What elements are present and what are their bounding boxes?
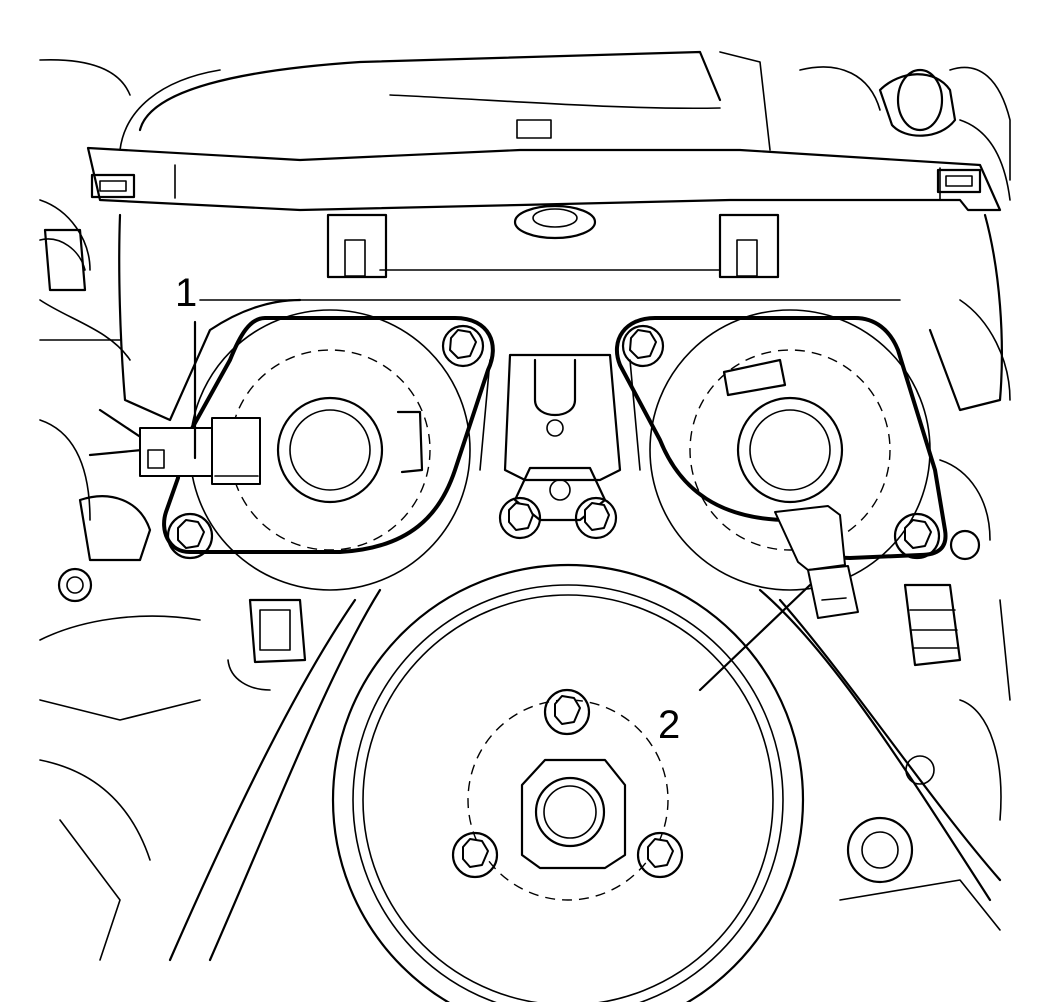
callout-1-label: 1 (175, 271, 197, 315)
camshaft-position-sensor-left (88, 408, 261, 485)
bolt-center-right (574, 496, 618, 540)
bolts (166, 324, 941, 879)
bolt-left-top (441, 324, 485, 368)
bolt-left-bottom (166, 512, 214, 560)
camshaft-position-sensor-right (774, 505, 859, 619)
wiring-connector-left (227, 598, 307, 691)
callout-2-label: 2 (658, 703, 680, 747)
crankshaft-pulley (168, 563, 1002, 1002)
bolt-center-left (498, 496, 542, 540)
upper-cover-rail (86, 119, 1003, 422)
exhaust-camshaft-position-actuator (614, 309, 948, 591)
engine-background-structure (39, 50, 1011, 961)
bolt-right-top (621, 324, 665, 368)
bolt-pulley-top (543, 688, 591, 736)
bolt-pulley-right (636, 831, 684, 879)
callout-2-leader (698, 583, 812, 692)
bolt-right-bottom (893, 512, 941, 560)
center-block (479, 353, 641, 522)
bolt-pulley-left (451, 831, 499, 879)
